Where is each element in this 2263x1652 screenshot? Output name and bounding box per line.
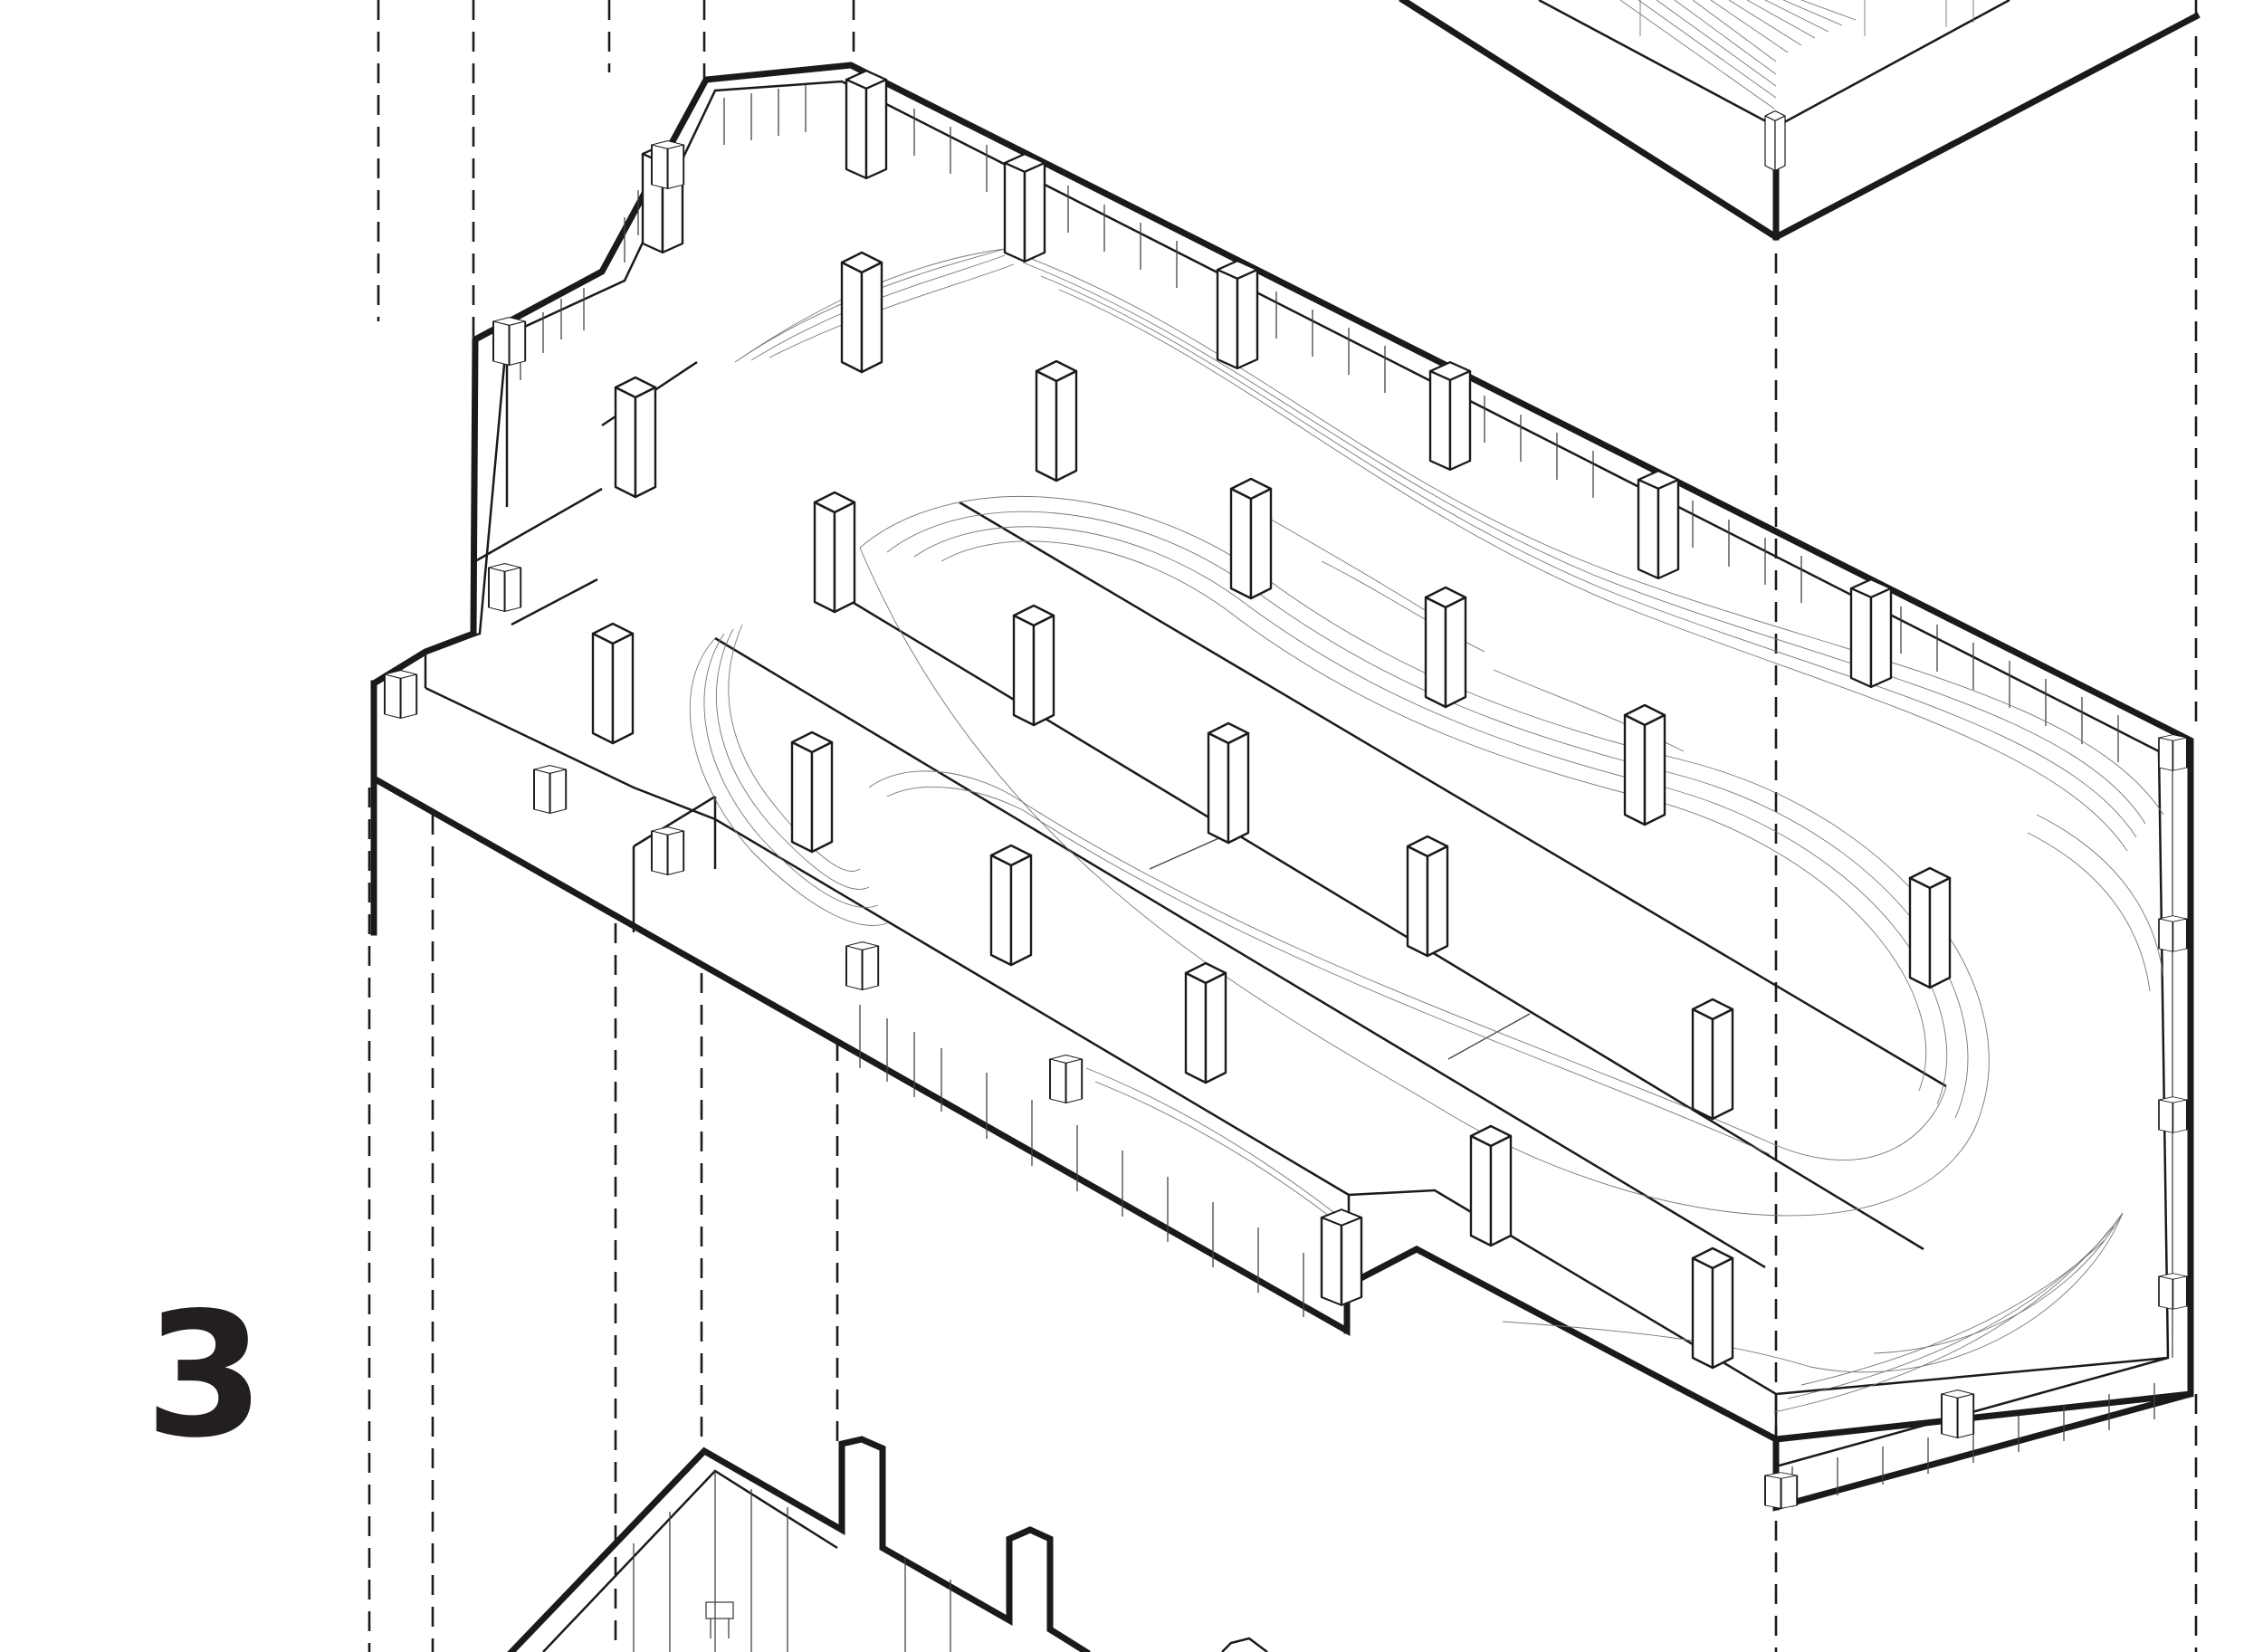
lower-floor-fragment xyxy=(507,1436,1268,1652)
level-number-label: 3 xyxy=(145,1275,265,1475)
upper-floor-fragment xyxy=(1399,0,2201,242)
projection-lines xyxy=(368,0,2198,1652)
level-3-floor xyxy=(370,62,2194,1512)
